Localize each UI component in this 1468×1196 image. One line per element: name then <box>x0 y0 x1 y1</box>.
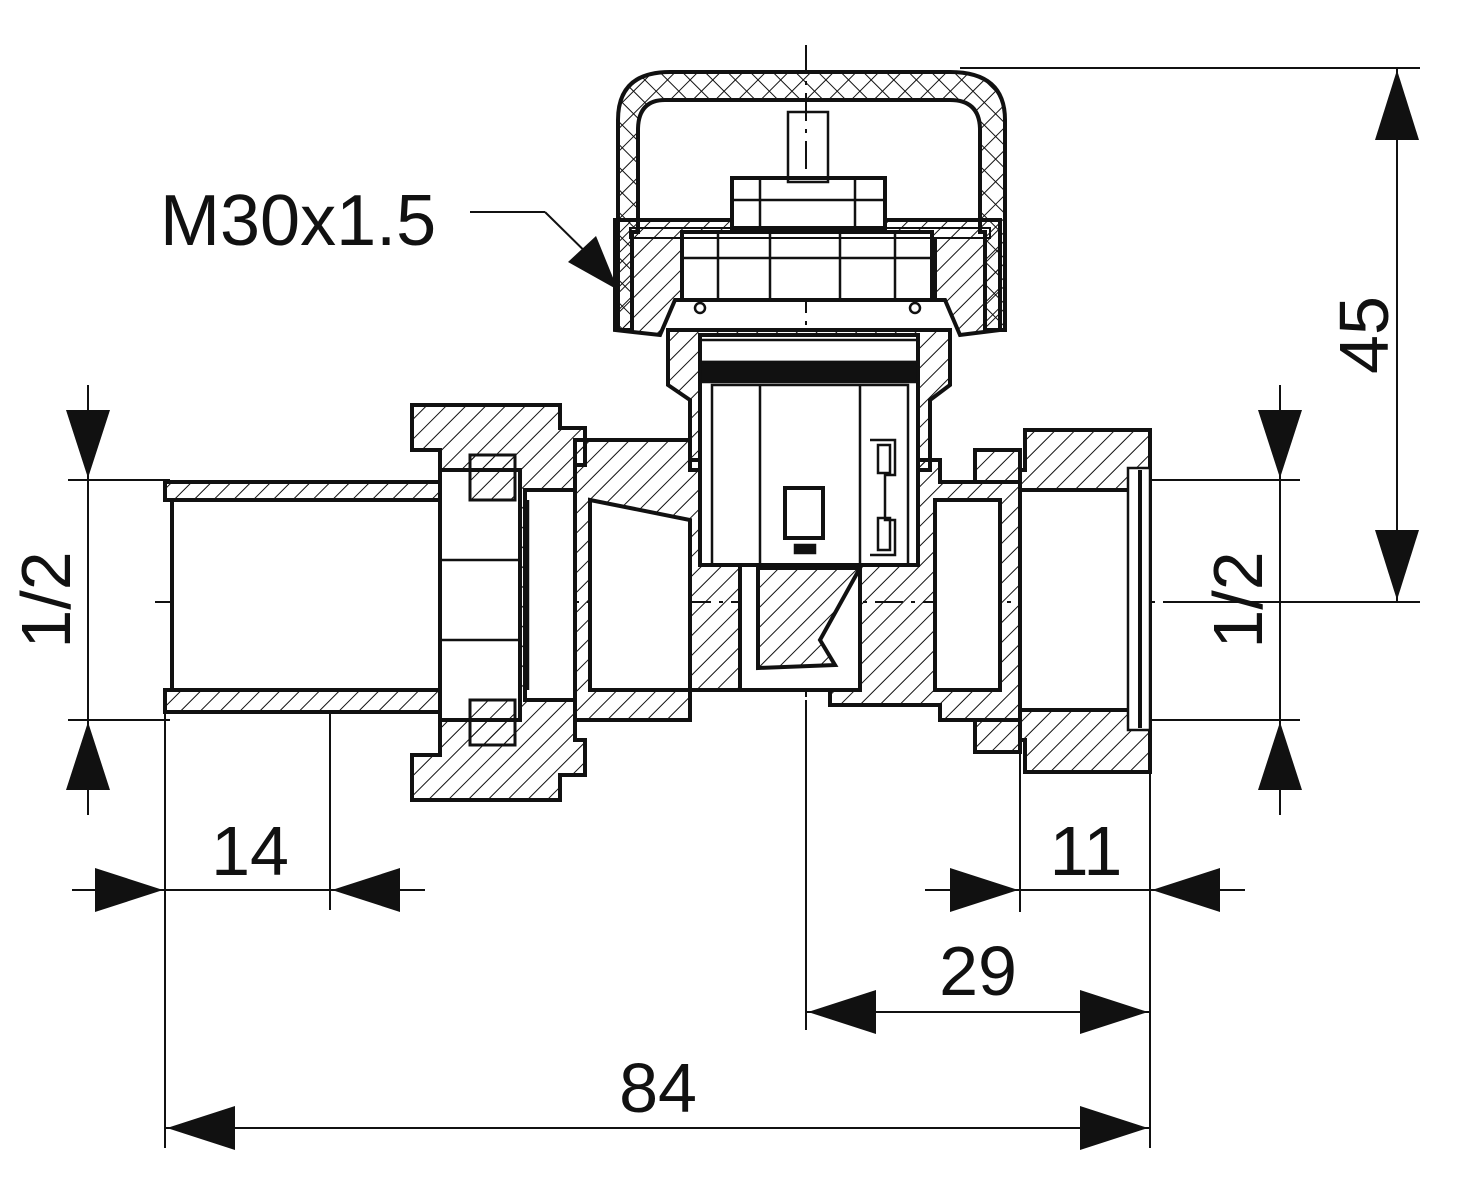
thread-callout-label: M30x1.5 <box>160 181 436 261</box>
dim-height-total: 45 <box>960 67 1420 603</box>
dim-inlet-thread-length: 14 <box>72 712 425 1148</box>
inlet-connector <box>163 403 587 802</box>
dim-overall-length: 84 <box>165 1049 1150 1150</box>
dim-inlet-thread-length-label: 14 <box>211 812 289 890</box>
outlet-connector <box>973 428 1152 774</box>
valve-body <box>573 110 1022 722</box>
dim-axis-to-outlet-label: 29 <box>939 932 1017 1010</box>
dim-overall-length-label: 84 <box>619 1049 697 1127</box>
dim-outlet-thread-label: 1/2 <box>1199 551 1277 648</box>
dim-inlet-thread: 1/2 <box>7 385 170 815</box>
dim-outlet-thread-length-label: 11 <box>1050 812 1123 890</box>
dim-arrow-bottom <box>1375 530 1419 600</box>
dim-inlet-thread-label: 1/2 <box>7 551 85 648</box>
callout-arrow <box>568 236 618 290</box>
dim-arrow-top <box>1375 70 1419 140</box>
dim-outlet-thread-length: 11 <box>925 740 1245 1148</box>
dim-axis-to-outlet: 29 <box>805 700 1150 1034</box>
dim-height-total-label: 45 <box>1325 296 1403 374</box>
thread-callout: M30x1.5 <box>160 181 618 290</box>
protective-cap <box>616 70 1007 332</box>
dim-outlet-thread: 1/2 <box>1150 385 1302 815</box>
